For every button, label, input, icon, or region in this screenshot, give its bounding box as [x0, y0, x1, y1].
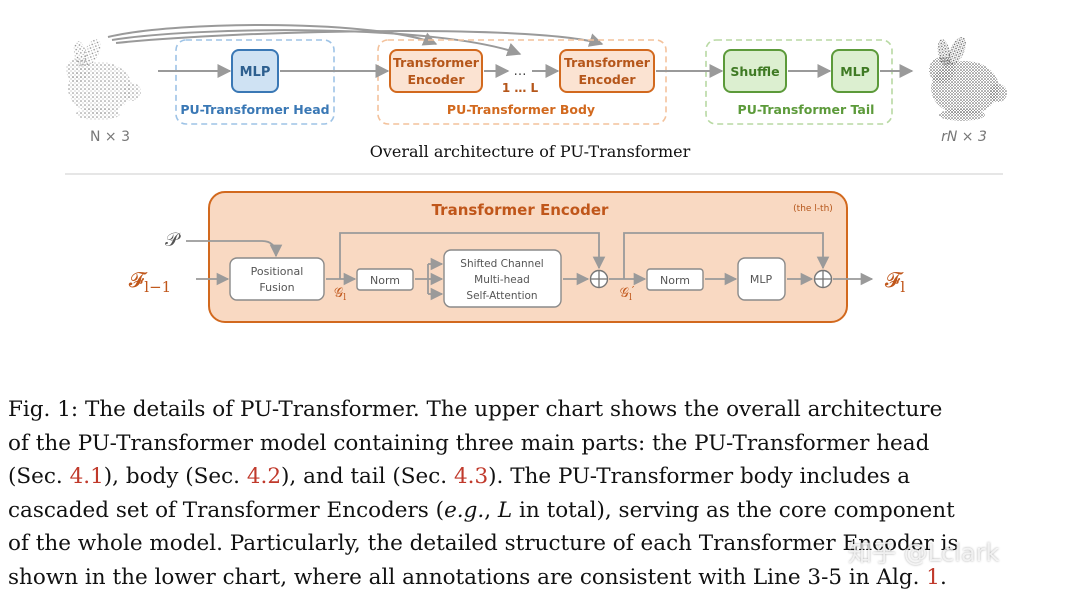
attention-line1: Shifted Channel	[460, 258, 543, 270]
body-counter-label: 1 … L	[502, 81, 539, 95]
body-encoder-1-line1: Transformer	[393, 55, 480, 70]
norm-block-2	[646, 268, 704, 291]
positional-fusion-line1: Positional	[251, 265, 304, 278]
ref-sec-4-3[interactable]: 4.3	[453, 464, 489, 490]
body-encoder-1	[389, 49, 483, 93]
caption-line-6: shown in the lower chart, where all anno…	[8, 564, 947, 590]
tail-mlp-label: MLP	[840, 64, 870, 79]
head-mlp-block	[231, 49, 279, 93]
caption-line-3: (Sec. 4.1), body (Sec. 4.2), and tail (S…	[8, 464, 911, 490]
tail-mlp-block	[831, 49, 879, 93]
body-encoder-l-line1: Transformer	[564, 55, 651, 70]
overall-title: Overall architecture of PU-Transformer	[370, 142, 691, 161]
add-node-2	[813, 269, 833, 289]
add-node-1	[589, 269, 609, 289]
body-encoder-l	[559, 49, 655, 93]
encoder-mlp-block	[737, 257, 786, 301]
encoder-detail-tag: (the l-th)	[793, 204, 833, 214]
input-f-label: 𝓕l−1	[129, 268, 171, 296]
head-group-label: PU-Transformer Head	[180, 102, 329, 117]
body-group-label: PU-Transformer Body	[447, 102, 595, 117]
ref-sec-4-2[interactable]: 4.2	[246, 464, 282, 490]
norm-block-1	[356, 268, 414, 291]
head-mlp-label: MLP	[240, 65, 271, 80]
tail-group	[705, 39, 893, 125]
input-skip-arrows	[107, 24, 604, 57]
input-p-label: 𝒫	[165, 229, 181, 251]
norm-block-1-label: Norm	[370, 274, 400, 287]
tail-group-label: PU-Transformer Tail	[738, 102, 875, 117]
caption-line-2: of the PU-Transformer model containing t…	[8, 430, 930, 456]
output-f-label: 𝓕l	[885, 268, 906, 296]
output-dim-label: rN × 3	[941, 129, 987, 145]
attention-block	[443, 249, 562, 308]
g-prime-label: 𝒢l′	[620, 284, 635, 303]
body-group	[377, 39, 667, 125]
ref-sec-4-1[interactable]: 4.1	[69, 464, 104, 490]
body-encoder-1-line2: Encoder	[407, 72, 465, 87]
caption-line-5: of the whole model. Particularly, the de…	[8, 531, 959, 557]
tail-shuffle-label: Shuffle	[730, 64, 779, 79]
body-encoder-l-line2: Encoder	[578, 72, 636, 87]
output-point-cloud-icon	[929, 37, 1007, 121]
positional-fusion-line2: Fusion	[259, 281, 294, 294]
g-label: 𝒢l	[334, 286, 346, 303]
norm-block-2-label: Norm	[660, 274, 690, 287]
watermark: 知乎 @Lclark	[848, 539, 1000, 567]
body-ellipsis: …	[514, 64, 527, 79]
attention-line3: Self-Attention	[466, 290, 537, 302]
encoder-mlp-label: MLP	[750, 273, 773, 286]
ref-alg-1[interactable]: 1	[926, 564, 940, 590]
caption-line-4: cascaded set of Transformer Encoders (e.…	[8, 497, 955, 523]
input-point-cloud-icon	[66, 38, 141, 120]
lower-flow-arrows	[186, 232, 874, 301]
tail-shuffle-block	[723, 49, 787, 93]
figure-caption: Fig. 1: The details of PU-Transformer. T…	[8, 393, 1068, 595]
input-dim-label: N × 3	[90, 129, 130, 145]
encoder-detail-title: Transformer Encoder	[432, 201, 609, 219]
head-group	[175, 39, 335, 125]
positional-fusion-block	[229, 257, 325, 301]
caption-line-1: Fig. 1: The details of PU-Transformer. T…	[8, 397, 943, 422]
attention-line2: Multi-head	[474, 274, 530, 286]
